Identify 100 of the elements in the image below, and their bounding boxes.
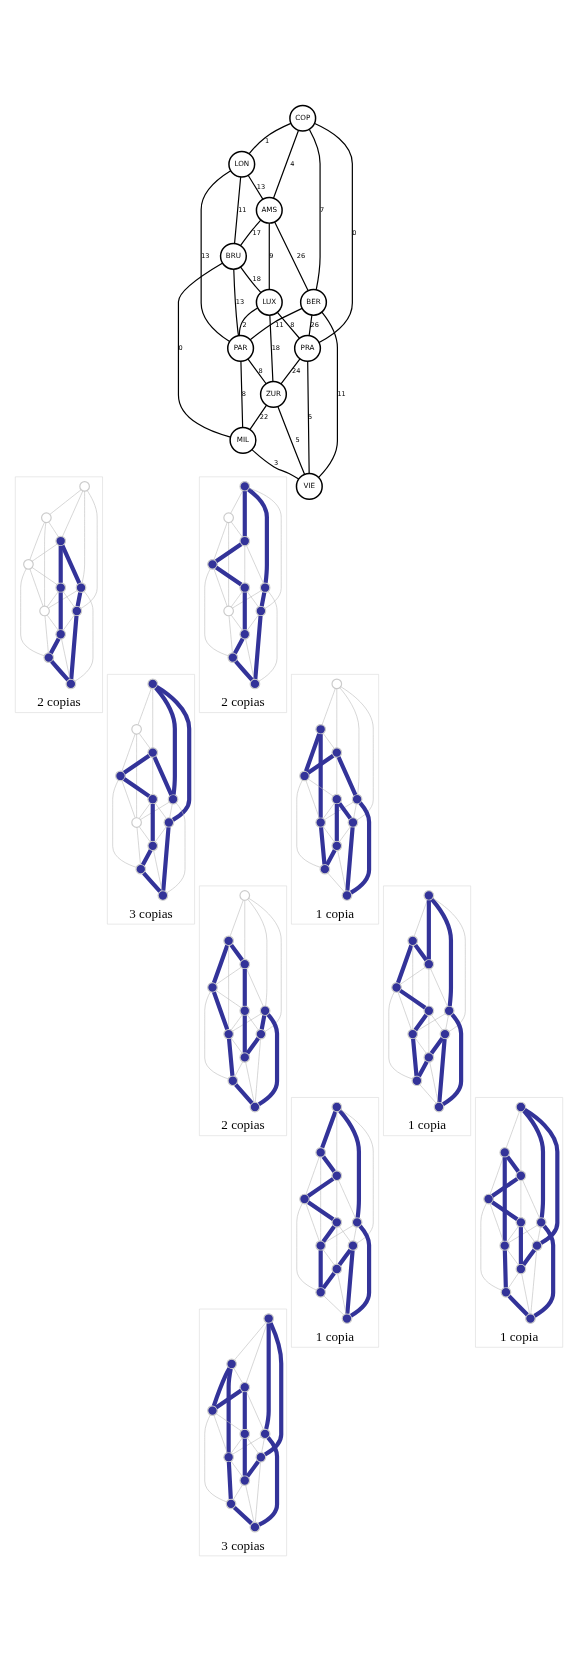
connector xyxy=(431,1014,443,1031)
node-circle xyxy=(131,723,142,735)
connector xyxy=(230,490,243,514)
node-circle xyxy=(411,1075,423,1087)
connector xyxy=(49,489,82,515)
cluster: 1 copia xyxy=(383,885,471,1136)
connector xyxy=(44,522,47,607)
node-circle xyxy=(315,1286,327,1298)
connector xyxy=(141,849,153,866)
node-circle xyxy=(227,1075,239,1087)
node-circle xyxy=(239,535,251,547)
node-circle xyxy=(423,890,435,901)
connector xyxy=(121,780,136,819)
node-circle xyxy=(255,1028,267,1040)
node-circle xyxy=(131,817,142,828)
connector xyxy=(240,266,262,294)
connector xyxy=(321,1272,336,1290)
connector xyxy=(123,777,151,798)
node-circle xyxy=(531,1240,543,1252)
node-circle xyxy=(147,747,159,758)
node-circle xyxy=(525,1313,536,1324)
connector xyxy=(413,1013,428,1032)
connector xyxy=(155,803,167,819)
connector xyxy=(521,1273,530,1315)
connector xyxy=(63,591,75,608)
node-circle xyxy=(223,605,234,617)
node-circle xyxy=(239,1381,251,1393)
node-circle xyxy=(331,1170,343,1182)
connector xyxy=(74,591,94,682)
node-circle xyxy=(39,605,50,617)
connector xyxy=(229,943,244,962)
connector xyxy=(432,897,466,1032)
connector xyxy=(140,801,170,820)
connector xyxy=(50,660,70,682)
connector xyxy=(29,522,45,560)
node-circle xyxy=(423,1052,435,1063)
connector xyxy=(318,827,327,865)
connector xyxy=(430,968,448,1007)
connector xyxy=(323,803,335,819)
connector xyxy=(491,1177,519,1198)
connector xyxy=(508,1272,519,1289)
connector xyxy=(122,754,151,775)
node-circle xyxy=(423,958,435,970)
connector xyxy=(231,1038,243,1054)
connector xyxy=(31,543,58,562)
node-circle xyxy=(223,512,234,524)
node-circle xyxy=(41,512,52,524)
connector xyxy=(233,1368,243,1384)
connector xyxy=(138,733,151,749)
connector xyxy=(339,1226,351,1242)
connector xyxy=(242,968,247,1006)
node-circle xyxy=(331,793,343,805)
connector xyxy=(153,850,163,892)
connector xyxy=(48,637,61,655)
connector xyxy=(136,827,141,865)
connector xyxy=(60,544,82,585)
connector xyxy=(233,637,245,655)
connector xyxy=(268,222,270,291)
connector xyxy=(136,733,137,818)
node-circle xyxy=(299,770,310,782)
connector xyxy=(138,803,151,819)
connector xyxy=(307,778,334,797)
connector xyxy=(339,826,351,842)
connector xyxy=(349,1224,372,1318)
connector xyxy=(245,1061,255,1103)
connector xyxy=(489,1203,504,1242)
node-circle xyxy=(223,935,234,947)
cluster: 1 copia xyxy=(291,1097,379,1348)
connector xyxy=(61,638,71,680)
node-circle xyxy=(249,678,261,690)
connector xyxy=(537,1226,541,1242)
node-circle xyxy=(167,793,179,805)
connector xyxy=(152,756,174,796)
node-circle xyxy=(407,1028,419,1040)
node-circle xyxy=(75,582,87,594)
connector xyxy=(412,945,413,1030)
connector xyxy=(232,1436,262,1455)
connector xyxy=(521,1248,537,1266)
connector xyxy=(324,1225,354,1243)
node-circle xyxy=(259,582,271,594)
node-circle xyxy=(515,1101,527,1113)
connector xyxy=(269,314,274,382)
connector xyxy=(166,802,186,893)
connector xyxy=(154,686,177,795)
node-circle xyxy=(249,1521,261,1533)
connector xyxy=(259,592,267,607)
connector xyxy=(339,687,360,795)
connector xyxy=(62,490,84,537)
connector xyxy=(248,122,292,155)
connector xyxy=(155,826,167,842)
node-circle xyxy=(331,1216,343,1228)
connector xyxy=(396,944,414,984)
connector xyxy=(411,1038,419,1076)
connector xyxy=(323,1249,335,1266)
connector xyxy=(232,1013,262,1032)
connector xyxy=(249,307,303,341)
node-circle xyxy=(315,723,327,735)
connector xyxy=(323,1295,345,1316)
connector xyxy=(233,268,240,337)
connector xyxy=(248,488,282,609)
